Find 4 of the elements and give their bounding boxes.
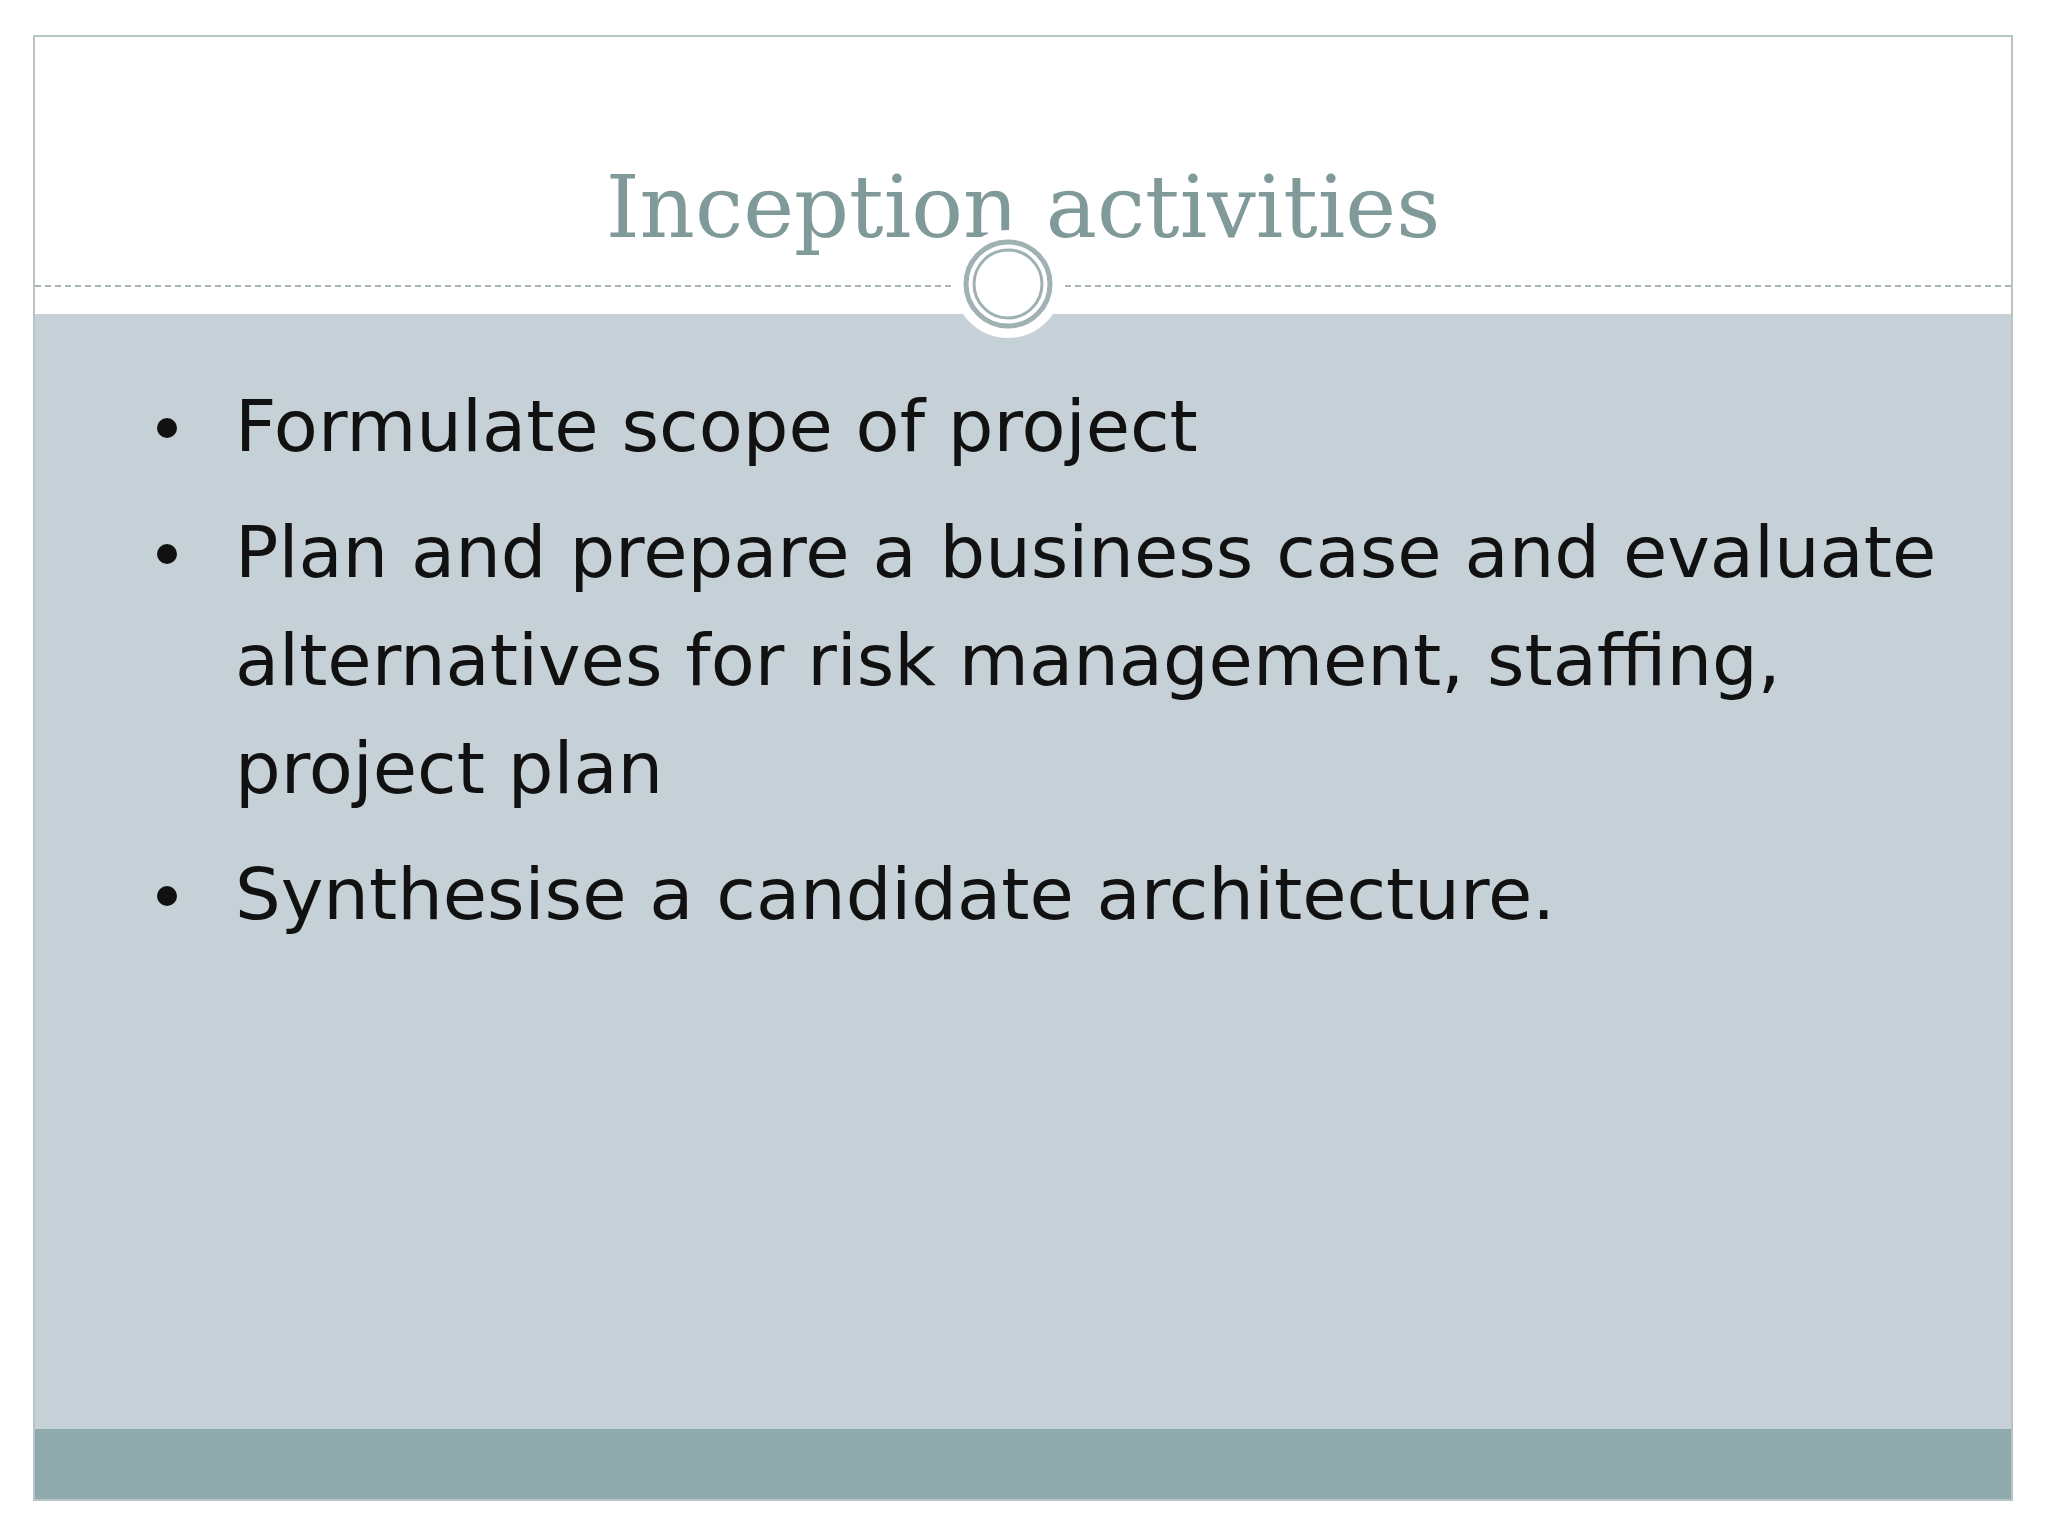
bullet-text: Synthesise a candidate architecture. (235, 851, 1556, 938)
bullet-text: Plan and prepare a business case and evaluate alternatives for risk management, staffing, project plan (235, 509, 1938, 812)
slide-title: Inception activities (604, 157, 1442, 257)
bullet-text: Formulate scope of project (235, 383, 1198, 470)
